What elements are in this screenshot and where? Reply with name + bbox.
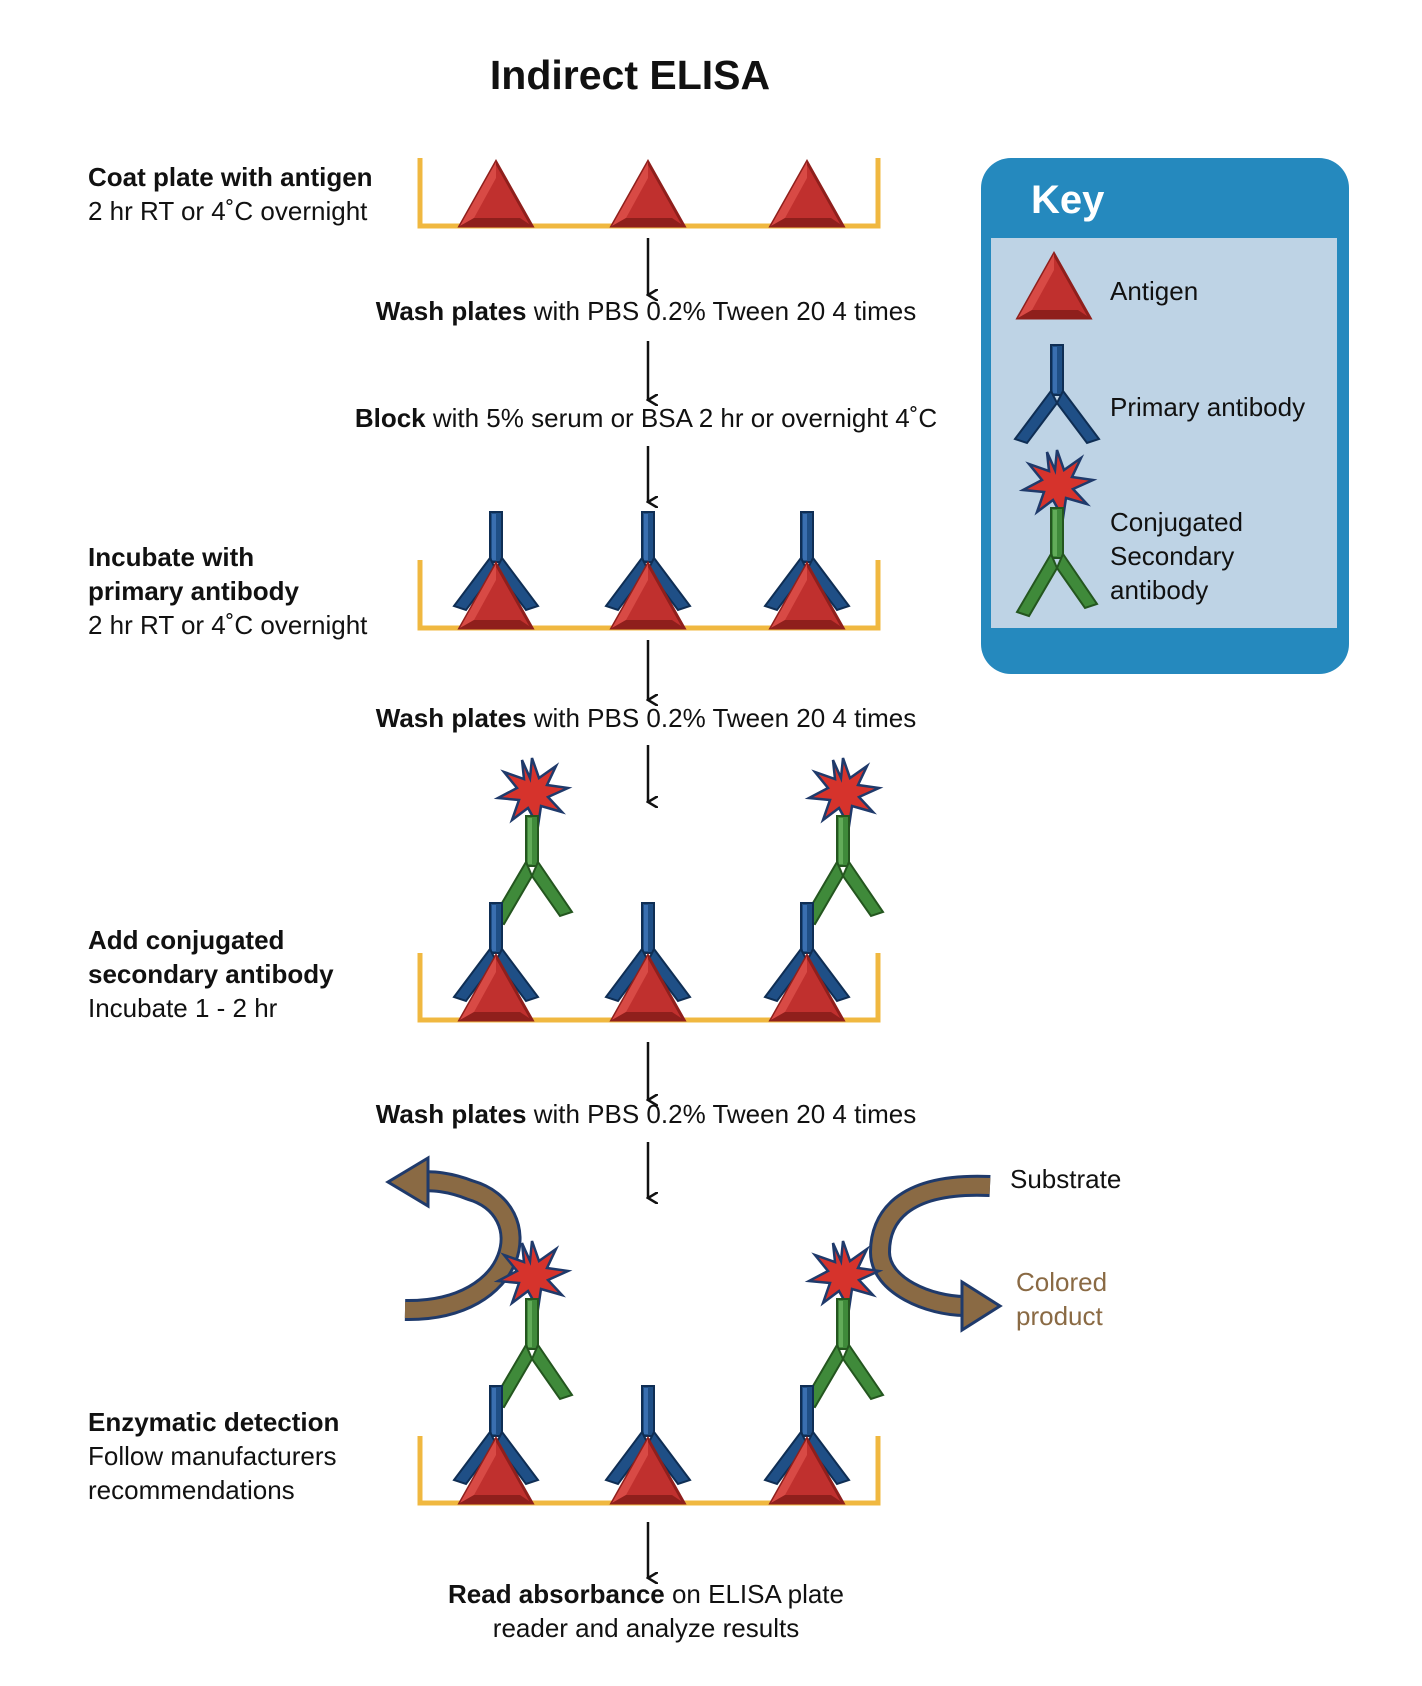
- antigen-icon: [769, 160, 845, 228]
- step-secondary-detail: Incubate 1 - 2 hr: [88, 993, 278, 1023]
- step-coat: Coat plate with antigen 2 hr RT or 4˚C o…: [88, 160, 373, 228]
- plate-coat: [417, 158, 881, 229]
- step-primary-title-2: primary antibody: [88, 576, 299, 606]
- key-antigen-label: Antigen: [1110, 276, 1199, 306]
- block-detail: with 5% serum or BSA 2 hr or overnight 4…: [425, 403, 938, 433]
- plate-detection: [385, 1155, 1003, 1506]
- wash-1-detail: with PBS 0.2% Tween 20 4 times: [526, 296, 917, 326]
- key-conjugated-secondary-icon: [1017, 450, 1097, 616]
- colored-product-line-1: Colored: [1016, 1267, 1108, 1297]
- step-primary-title-1: Incubate with: [88, 542, 255, 572]
- key-conjugated-line-2: Secondary: [1110, 541, 1235, 571]
- step-detection: Enzymatic detection Follow manufacturers…: [88, 1405, 339, 1507]
- wash-2-detail: with PBS 0.2% Tween 20 4 times: [526, 703, 917, 733]
- step-secondary-title-1: Add conjugated: [88, 925, 285, 955]
- step-read: Read absorbance on ELISA plate reader an…: [346, 1577, 946, 1645]
- read-detail-2: reader and analyze results: [492, 1613, 800, 1643]
- colored-product-label: Colored product: [1016, 1265, 1107, 1333]
- plate-secondary: [417, 758, 883, 1023]
- read-title: Read absorbance: [448, 1579, 665, 1609]
- key-conjugated-label: Conjugated Secondary antibody: [1110, 505, 1243, 607]
- substrate-label: Substrate: [1010, 1164, 1122, 1194]
- conjugated-secondary-icon: [803, 1241, 883, 1407]
- step-primary-detail: 2 hr RT or 4˚C overnight: [88, 610, 368, 640]
- step-block: Block with 5% serum or BSA 2 hr or overn…: [296, 403, 996, 434]
- antigen-icon: [458, 160, 534, 228]
- step-wash-2: Wash plates with PBS 0.2% Tween 20 4 tim…: [296, 703, 996, 734]
- step-detection-detail-2: recommendations: [88, 1475, 295, 1505]
- key-icons: [1014, 252, 1100, 616]
- step-wash-3: Wash plates with PBS 0.2% Tween 20 4 tim…: [296, 1099, 996, 1130]
- antigen-icon: [610, 160, 686, 228]
- read-detail-1: on ELISA plate: [664, 1579, 844, 1609]
- key-conjugated-line-3: antibody: [1110, 575, 1209, 605]
- block-title: Block: [354, 403, 426, 433]
- conjugated-secondary-icon: [492, 758, 572, 924]
- wash-1-title: Wash plates: [375, 296, 527, 326]
- key-conjugated-line-1: Conjugated: [1110, 507, 1243, 537]
- step-wash-1: Wash plates with PBS 0.2% Tween 20 4 tim…: [296, 296, 996, 327]
- conjugated-secondary-icon: [803, 758, 883, 924]
- step-secondary: Add conjugated secondary antibody Incuba…: [88, 923, 334, 1025]
- step-primary: Incubate with primary antibody 2 hr RT o…: [88, 540, 367, 642]
- step-coat-detail: 2 hr RT or 4˚C overnight: [88, 196, 368, 226]
- page-title: Indirect ELISA: [489, 52, 771, 98]
- wash-3-title: Wash plates: [375, 1099, 527, 1129]
- plate-primary: [417, 511, 881, 631]
- key-title: Key: [1031, 178, 1105, 222]
- colored-product-line-2: product: [1016, 1301, 1103, 1331]
- step-secondary-title-2: secondary antibody: [88, 959, 334, 989]
- key-primary-antibody-icon: [1014, 344, 1100, 444]
- wash-3-detail: with PBS 0.2% Tween 20 4 times: [526, 1099, 917, 1129]
- key-primary-label: Primary antibody: [1110, 392, 1306, 422]
- key-antigen-icon: [1016, 252, 1092, 320]
- step-detection-title: Enzymatic detection: [88, 1407, 340, 1437]
- wash-2-title: Wash plates: [375, 703, 527, 733]
- step-detection-detail-1: Follow manufacturers: [88, 1441, 337, 1471]
- step-coat-title: Coat plate with antigen: [88, 162, 373, 192]
